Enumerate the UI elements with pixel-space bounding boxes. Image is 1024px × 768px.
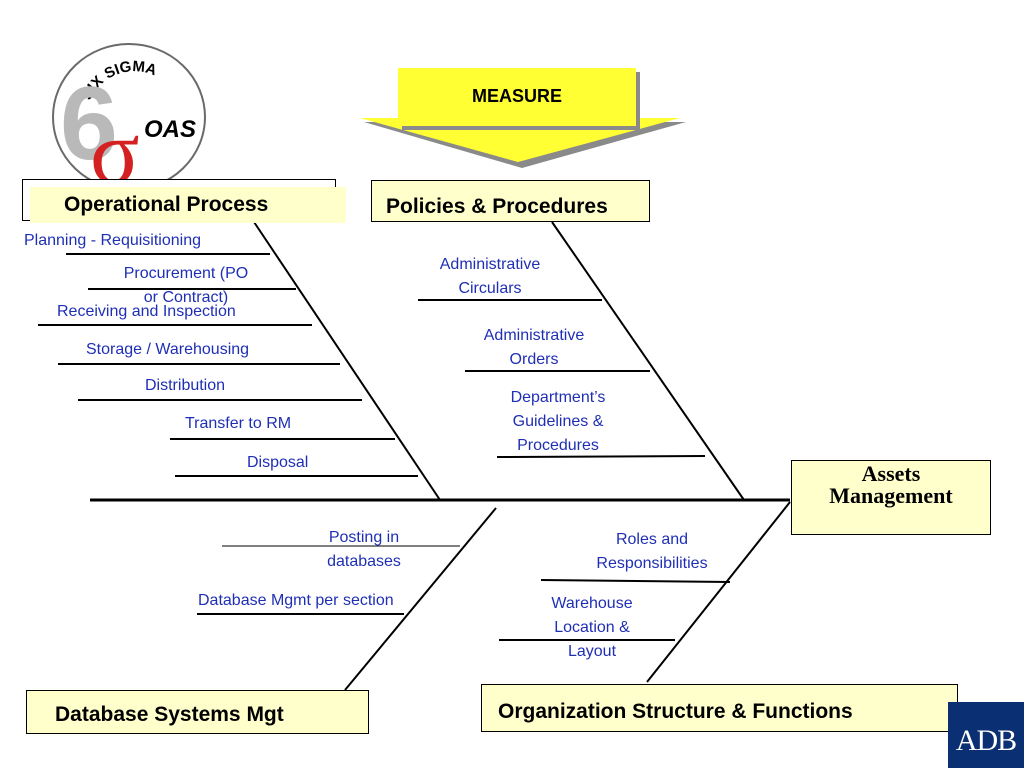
cause-storage: Storage / Warehousing [86,341,250,358]
cause-roles: Roles and Responsibilities [596,531,708,572]
cause-admin-circulars: Administrative Circulars [439,256,541,297]
cause-disposal: Disposal [247,454,309,471]
measure-label: MEASURE [471,86,562,106]
effect-line-1: Assets [861,461,921,486]
bone-organization [646,501,791,683]
bone-database [344,507,497,691]
cause-transfer: Transfer to RM [185,415,292,432]
effect-line-2: Management [829,483,953,508]
cause-dept-guidelines: Department’s Guidelines & Procedures [510,389,606,454]
cause-posting: Posting in databases [327,529,401,570]
effect-label: Assets Management [791,463,991,507]
organization-title: Organization Structure & Functions [498,700,853,723]
cause-procurement: Procurement (PO or Contract) [123,265,249,306]
organization-title-box [481,684,958,732]
measure-banner [398,68,636,126]
measure-arrow-head [360,118,680,162]
adb-logo-text: ADB [955,724,1017,757]
operational-title-box [30,187,346,223]
policies-title: Policies & Procedures [386,195,608,218]
cause-warehouse: Warehouse Location & Layout [551,595,633,660]
cause-db-mgmt: Database Mgmt per section [198,592,394,609]
cause-receiving: Receiving and Inspection [57,303,236,320]
cause-planning: Planning - Requisitioning [24,232,201,249]
subline-dept-guidelines [496,455,706,458]
database-title: Database Systems Mgt [55,703,284,726]
logo-six-numeral: 6 [60,66,118,182]
operational-title: Operational Process [64,193,269,216]
adb-logo-box [948,702,1024,768]
effect-box [791,460,991,535]
logo-org-text: OAS [144,116,196,143]
policies-title-box [371,180,650,222]
subline-roles [540,579,731,583]
six-sigma-logo: SIX SIGMA 6 σ OAS [52,43,206,193]
database-title-box [26,690,369,734]
logo-sigma-symbol: σ [90,101,140,193]
cause-distribution: Distribution [145,377,226,394]
bone-policies [551,221,745,501]
bone-operational [253,221,441,501]
cause-admin-orders: Administrative Orders [483,327,585,368]
